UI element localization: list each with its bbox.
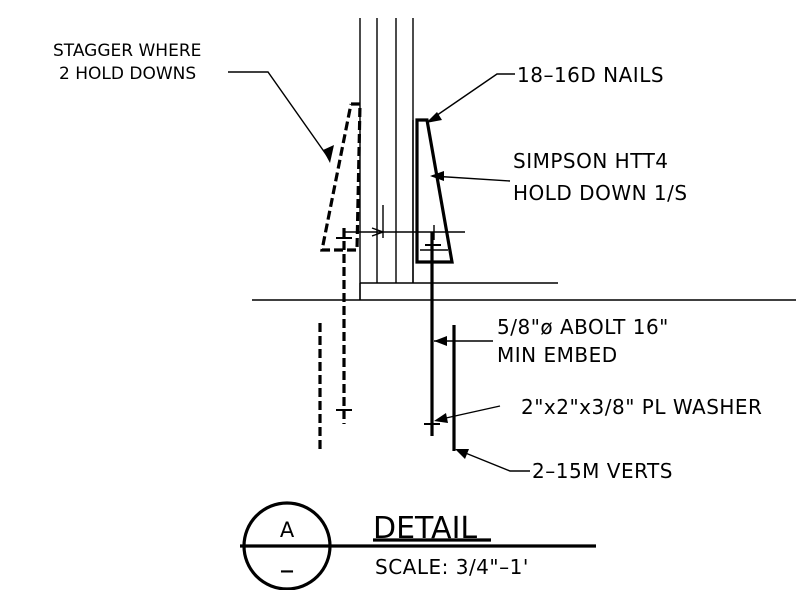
stud-pack: [359, 18, 414, 300]
nails-label: 18–16D NAILS: [517, 63, 664, 87]
simpson-label-line2: HOLD DOWN 1/S: [513, 181, 688, 205]
detail-title-block: A – DETAIL SCALE: 3/4"–1': [240, 501, 596, 590]
hold-down-left-dashed: [320, 102, 362, 252]
stagger-label-line2: 2 HOLD DOWNS: [59, 64, 196, 84]
hold-down-right: [415, 118, 454, 264]
bottom-plate: [359, 120, 558, 300]
rebar-verticals: [318, 323, 456, 452]
sheet-reference: –: [280, 553, 295, 588]
stagger-label-line1: STAGGER WHERE: [53, 41, 201, 61]
abolt-label-line2: MIN EMBED: [497, 343, 618, 367]
verts-label: 2–15M VERTS: [532, 459, 673, 483]
anchor-bolt-left-dashed: [336, 228, 352, 424]
abolt-label-line1: 5/8"ø ABOLT 16": [497, 315, 669, 339]
detail-scale: SCALE: 3/4"–1': [375, 555, 529, 579]
washer-label: 2"x2"x3/8" PL WASHER: [521, 395, 762, 419]
dimension-mark: [345, 205, 465, 240]
simpson-label-line1: SIMPSON HTT4: [513, 149, 669, 173]
detail-letter: A: [280, 518, 295, 542]
anchor-bolt-right: [424, 232, 441, 436]
leaders: [228, 71, 530, 472]
